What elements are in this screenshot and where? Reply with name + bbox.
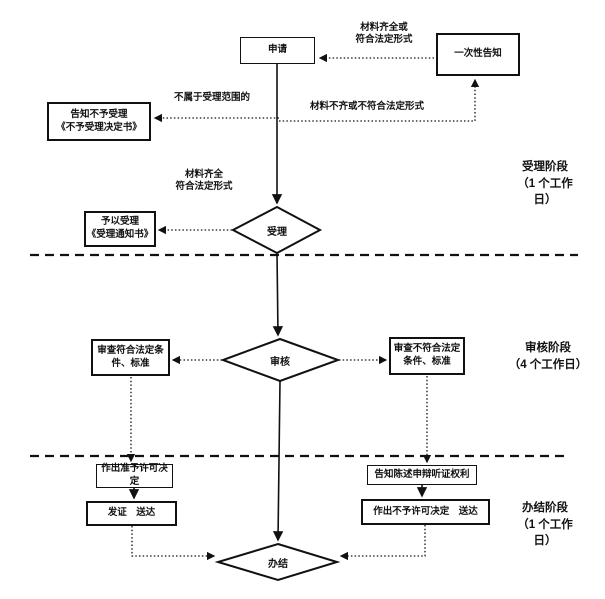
node-deny-deliver: 作出不予许可决定 送达 <box>361 499 490 525</box>
node-accept-notice: 予以受理 《受理通知书》 <box>84 211 156 247</box>
edge-review-to-finish <box>272 380 284 542</box>
node-hearing-rights: 告知陈述申辩听证权利 <box>367 465 477 485</box>
edge-label-materials-incomplete: 材料不齐或不符合法定形式 <box>309 101 424 112</box>
edge-label-materials-complete-top: 材料齐全或 符合法定形式 <box>355 22 413 46</box>
diamond-accept-label: 受理 <box>267 226 287 238</box>
diamond-finish-label: 办结 <box>268 558 288 570</box>
phase-label-review: 审核阶段 （4 个工作日） <box>508 342 588 371</box>
phase-label-finish: 办结阶段 （1 个工作 日） <box>517 502 573 548</box>
edge-deny-to-finish <box>339 525 426 561</box>
diamond-review <box>220 337 341 383</box>
edge-issue-to-finish <box>131 526 216 561</box>
diamond-review-label: 审核 <box>270 356 290 368</box>
diamond-finish <box>214 542 341 582</box>
node-one-time-notice: 一次性告知 <box>436 33 520 76</box>
diamond-accept <box>230 205 323 255</box>
edge-label-materials-complete-mid: 材料齐全 符合法定形式 <box>175 169 233 193</box>
node-review-fail: 审查不符合法定 条件、标准 <box>389 337 465 375</box>
node-reject-notice: 告知不予受理 《不予受理决定书》 <box>47 102 151 141</box>
node-apply: 申请 <box>240 37 315 64</box>
edge-label-out-of-scope: 不属于受理范围的 <box>173 92 250 103</box>
phase-label-accept: 受理阶段 （1 个工作 日） <box>517 161 573 207</box>
node-grant-decision: 作出准予许可决定 <box>96 463 173 488</box>
node-review-pass: 审查符合法定条 件、标准 <box>91 339 170 376</box>
node-issue-deliver: 发证 送达 <box>86 501 177 526</box>
edge-accept-to-review <box>272 252 284 337</box>
edge-main-to-one-time-notice <box>279 78 480 122</box>
